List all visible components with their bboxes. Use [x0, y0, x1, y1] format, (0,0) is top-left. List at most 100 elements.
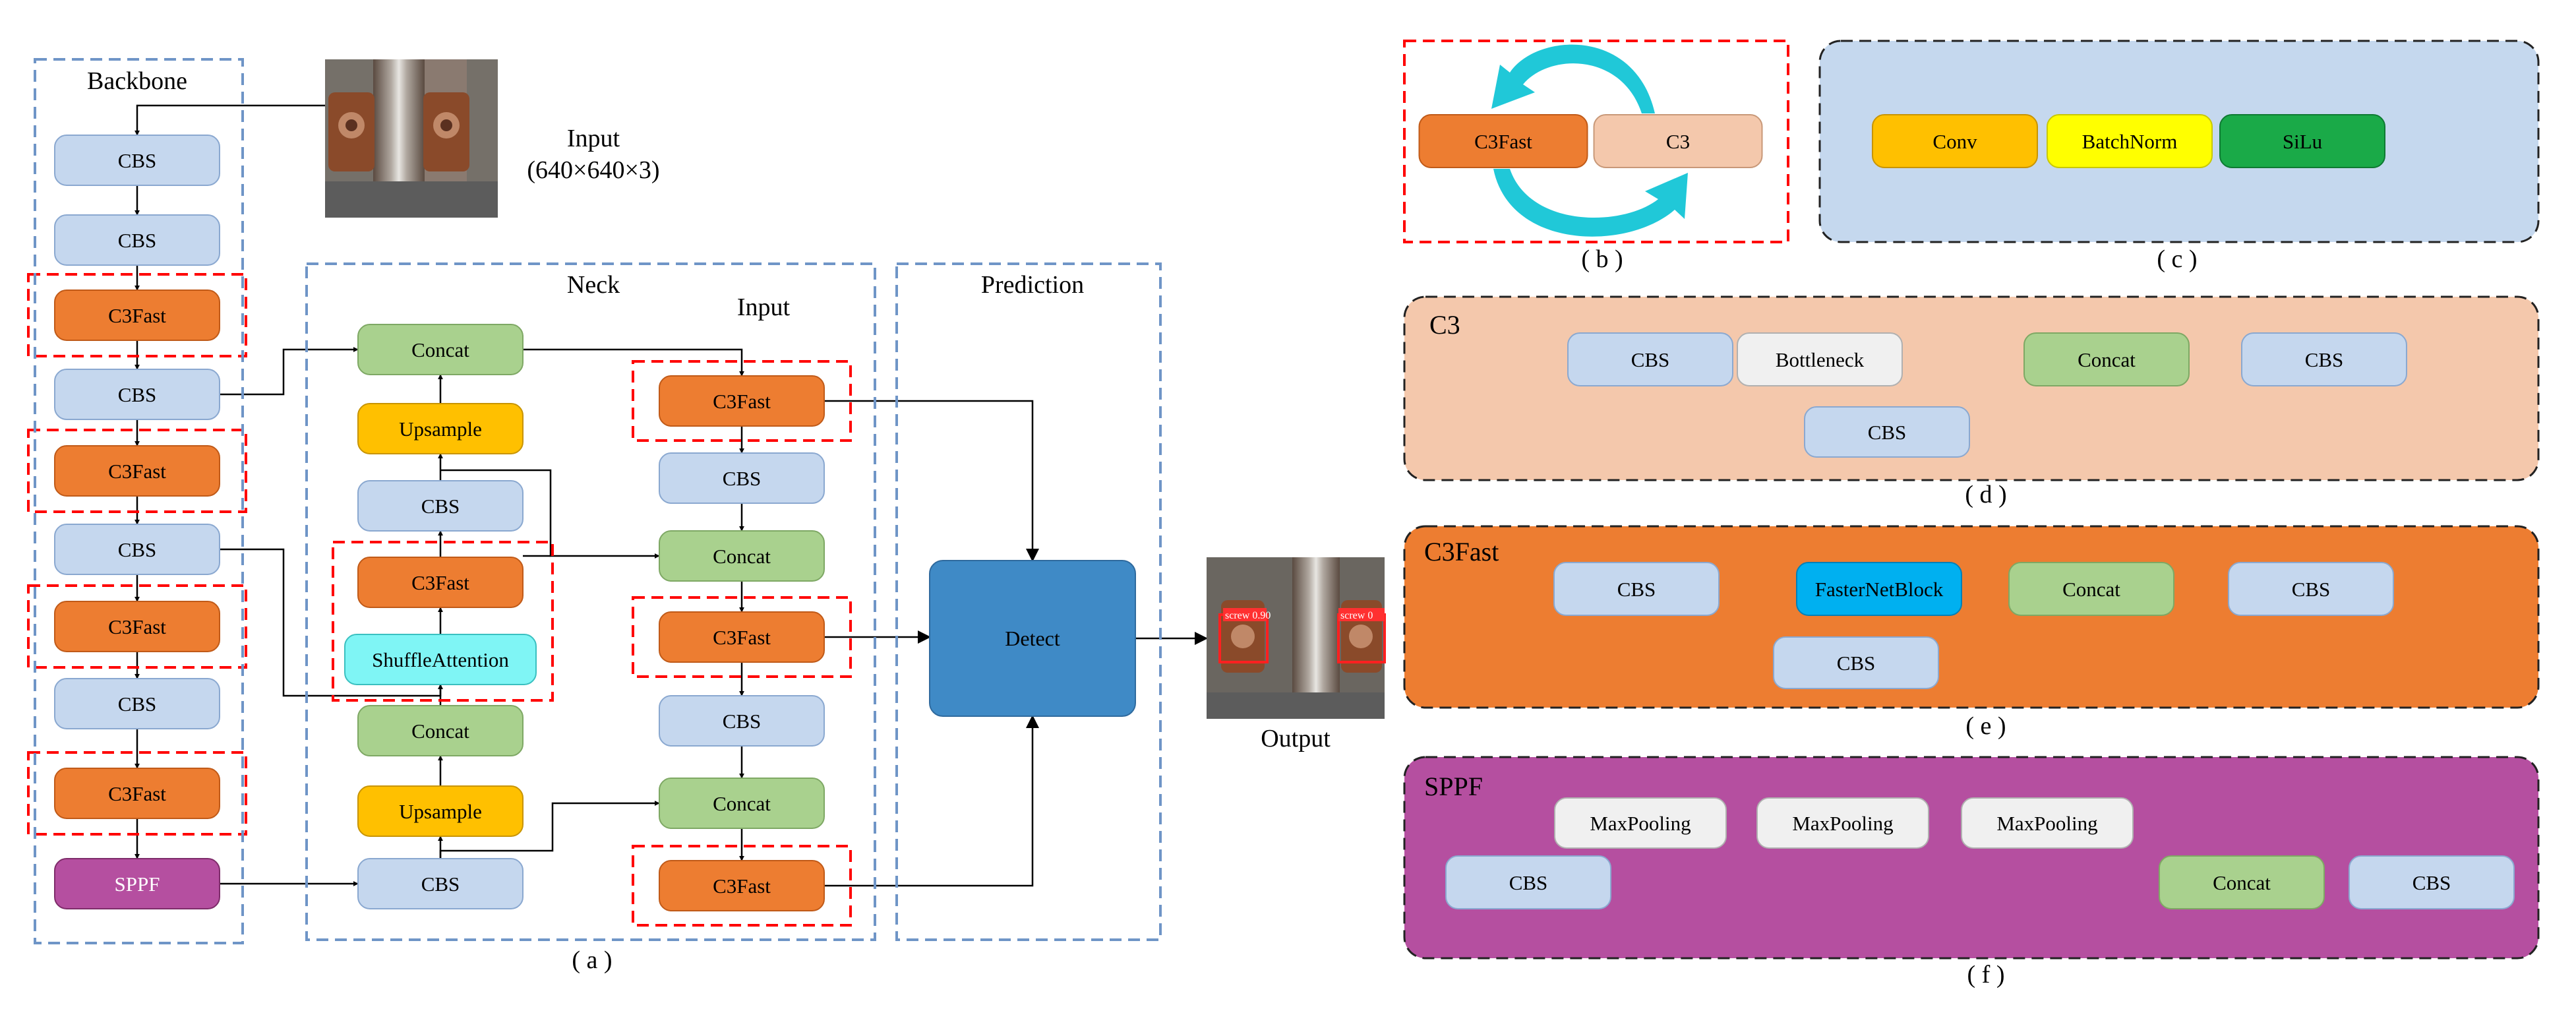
caption-c: ( c ) [2157, 245, 2197, 273]
panel-d-concat-3-label: Concat [2078, 348, 2136, 371]
panel-e-frame [1403, 525, 2540, 709]
panel-e-concat-3-label: Concat [2062, 578, 2120, 601]
panel-f-maxpooling-1-label: MaxPooling [1590, 812, 1691, 835]
neck-c3fast-highlight-4 [632, 596, 852, 678]
panel-f-concat: Concat [2159, 855, 2325, 909]
panel-c-conv-label: Conv [1932, 130, 1977, 153]
panel-f-maxpooling-3: MaxPooling [1961, 797, 2134, 849]
caption-e: ( e ) [1965, 712, 2006, 740]
c3fast-to-detect-1 [824, 400, 1039, 562]
backbone-cbs-4: CBS [54, 369, 220, 420]
panel-e-branch-cbs: CBS [1773, 636, 1939, 689]
input-title: Input [567, 125, 620, 152]
backbone-c3fast-highlight-9 [27, 751, 247, 836]
neck-left-concat-1: Concat [357, 324, 524, 375]
panel-e-cbs-1: CBS [1553, 562, 1720, 616]
backbone-c3fast-5: C3Fast [54, 445, 220, 497]
panel-d-title: C3 [1429, 310, 1460, 340]
backbone-cbs-2-label: CBS [118, 229, 157, 252]
panel-f-maxpooling-3-label: MaxPooling [1996, 812, 2097, 835]
neck-left-c3fast-4: C3Fast [357, 557, 524, 608]
neck-left-cbs-3-label: CBS [421, 495, 460, 518]
diagram-nodes: CBSCBSC3FastCBSC3FastCBSC3FastCBSC3FastS… [54, 114, 2515, 911]
output-label: Output [1261, 725, 1331, 752]
panel-e-fasternetblock-2: FasterNetBlock [1796, 562, 1962, 616]
backbone-container [34, 58, 244, 944]
backbone-sppf-10: SPPF [54, 858, 220, 909]
neck-right-c3fast-7: C3Fast [659, 860, 825, 911]
neck-right-c3fast-4-label: C3Fast [713, 626, 771, 649]
panel-d-frame [1403, 295, 2540, 481]
neck-right-concat-3-label: Concat [713, 545, 771, 568]
neck-right-concat-6-label: Concat [713, 792, 771, 815]
panel-f-out-cbs-label: CBS [2412, 871, 2451, 894]
backbone-title: Backbone [87, 67, 187, 95]
backbone-cbs-2: CBS [54, 214, 220, 266]
neck-right-c3fast-1-label: C3Fast [713, 390, 771, 413]
prediction-container [895, 262, 1162, 941]
panel-c-batchnorm: BatchNorm [2047, 114, 2213, 168]
panel-e-title: C3Fast [1424, 537, 1499, 566]
backbone-cbs-to-concat [220, 347, 359, 396]
neck-cbs-to-concat [440, 469, 660, 559]
backbone-c3fast-highlight-5 [27, 429, 247, 513]
detection-label-1: screw 0.90 [1225, 610, 1271, 621]
neck-right-c3fast-4: C3Fast [659, 611, 825, 663]
backbone-c3fast-9: C3Fast [54, 768, 220, 819]
swap-arrow-bottom [1493, 169, 1688, 237]
backbone-cbs-8: CBS [54, 678, 220, 729]
panel-f-cbs: CBS [1445, 855, 1611, 909]
neck-left-cbs-3: CBS [357, 480, 524, 532]
panel-f-out-cbs: CBS [2349, 855, 2515, 909]
neck-cbs-to-concat-bottom [439, 801, 660, 859]
backbone-cbs-1-label: CBS [118, 149, 157, 172]
dashed-containers [27, 40, 1789, 944]
backbone-cbs-8-label: CBS [118, 692, 157, 716]
panel-f-maxpooling-2: MaxPooling [1756, 797, 1929, 849]
caption-d: ( d ) [1965, 481, 2006, 508]
panel-e-branch-cbs-label: CBS [1837, 652, 1876, 675]
panel-d-cbs-1-label: CBS [1631, 348, 1670, 371]
neck-input-title: Input [737, 293, 791, 321]
input-dimensions: (640×640×3) [527, 156, 659, 184]
neck-left-concat-1-label: Concat [411, 338, 469, 361]
neck-right-c3fast-1: C3Fast [659, 375, 825, 427]
neck-attention-highlight [332, 541, 554, 702]
panel-b-c3-label: C3 [1666, 130, 1690, 153]
neck-right-c3fast-7-label: C3Fast [713, 874, 771, 898]
panel-d-branch-cbs: CBS [1804, 406, 1970, 458]
backbone-c3fast-highlight-7 [27, 584, 247, 669]
backbone-c3fast-3-label: C3Fast [108, 304, 166, 327]
neck-left-upsample-7-label: Upsample [399, 800, 482, 823]
caption-b: ( b ) [1581, 245, 1623, 273]
input-to-backbone [135, 104, 325, 136]
neck-left-c3fast-4-label: C3Fast [411, 571, 469, 594]
neck-left-concat-6-label: Concat [411, 719, 469, 743]
c3fast-to-detect-3 [824, 715, 1039, 887]
panel-c-conv: Conv [1872, 114, 2038, 168]
panel-e-concat-3: Concat [2008, 562, 2174, 616]
panel-d-branch-cbs-label: CBS [1868, 421, 1907, 444]
panel-b-c3: C3 [1593, 114, 1763, 168]
swap-arrow-top [1491, 44, 1655, 113]
panel-c-silu-label: SiLu [2283, 130, 2322, 153]
neck-right-cbs-2: CBS [659, 452, 825, 504]
panel-e-fasternetblock-2-label: FasterNetBlock [1815, 578, 1944, 601]
input-image [325, 59, 498, 218]
neck-left-cbs-8: CBS [357, 858, 524, 909]
backbone-cbs-6: CBS [54, 524, 220, 575]
caption-a: ( a ) [572, 946, 612, 974]
neck-right-concat-6: Concat [659, 778, 825, 829]
output-image: screw 0.90 screw 0 [1207, 557, 1386, 719]
panel-b-frame [1403, 40, 1789, 243]
detect-node: Detect [929, 560, 1136, 717]
neck-right-cbs-2-label: CBS [723, 467, 762, 490]
panel-e-cbs-4: CBS [2228, 562, 2394, 616]
panel-f-maxpooling-2-label: MaxPooling [1792, 812, 1893, 835]
backbone-cbs-to-neck [220, 548, 443, 697]
panel-f-cbs-label: CBS [1509, 871, 1548, 894]
panel-c-silu: SiLu [2219, 114, 2385, 168]
neck-title: Neck [567, 271, 620, 299]
backbone-sppf-10-label: SPPF [115, 872, 160, 896]
